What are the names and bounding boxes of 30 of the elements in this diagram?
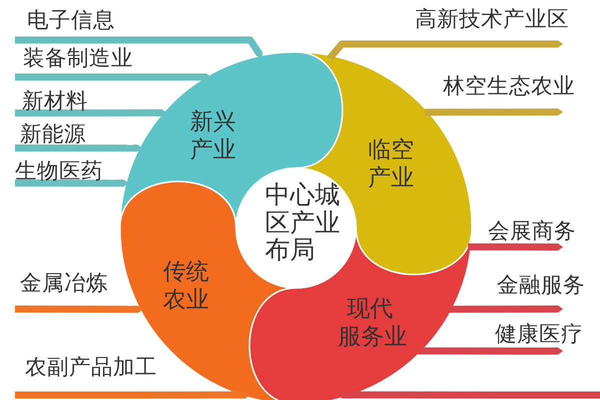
leader-line <box>14 306 144 313</box>
item-label: 新能源 <box>20 122 86 146</box>
leader-line <box>448 306 563 313</box>
item-label: 装备制造业 <box>23 46 133 70</box>
leader-line <box>15 109 167 116</box>
category-label: 临空产业 <box>368 136 415 192</box>
item-label: 农副产品加工 <box>25 355 157 380</box>
item-label: 会展商务 <box>488 218 576 244</box>
leader-line <box>15 36 262 58</box>
category-label: 现代服务业 <box>338 294 408 350</box>
leader-line <box>424 108 563 116</box>
leader-line <box>342 391 600 398</box>
item-label: 生物医药 <box>15 158 103 184</box>
center-label: 中心城区产业布局 <box>265 181 341 264</box>
item-label: 高新技术产业区 <box>415 6 569 32</box>
leader-line <box>15 74 212 81</box>
leader-line <box>15 391 250 398</box>
item-label: 新材料 <box>22 88 88 114</box>
item-label: 金属冶炼 <box>20 271 108 296</box>
leader-line <box>418 347 563 354</box>
leader-line <box>327 40 563 61</box>
item-label: 健康医疗 <box>495 322 583 346</box>
category-label: 新兴产业 <box>190 108 237 164</box>
item-label: 金融服务 <box>497 272 585 298</box>
leader-line <box>468 243 563 250</box>
item-label: 电子信息 <box>27 8 115 32</box>
category-label: 传统农业 <box>163 258 210 314</box>
item-label: 林空生态农业 <box>443 74 575 98</box>
leader-line <box>15 144 143 152</box>
leader-line <box>14 180 129 187</box>
